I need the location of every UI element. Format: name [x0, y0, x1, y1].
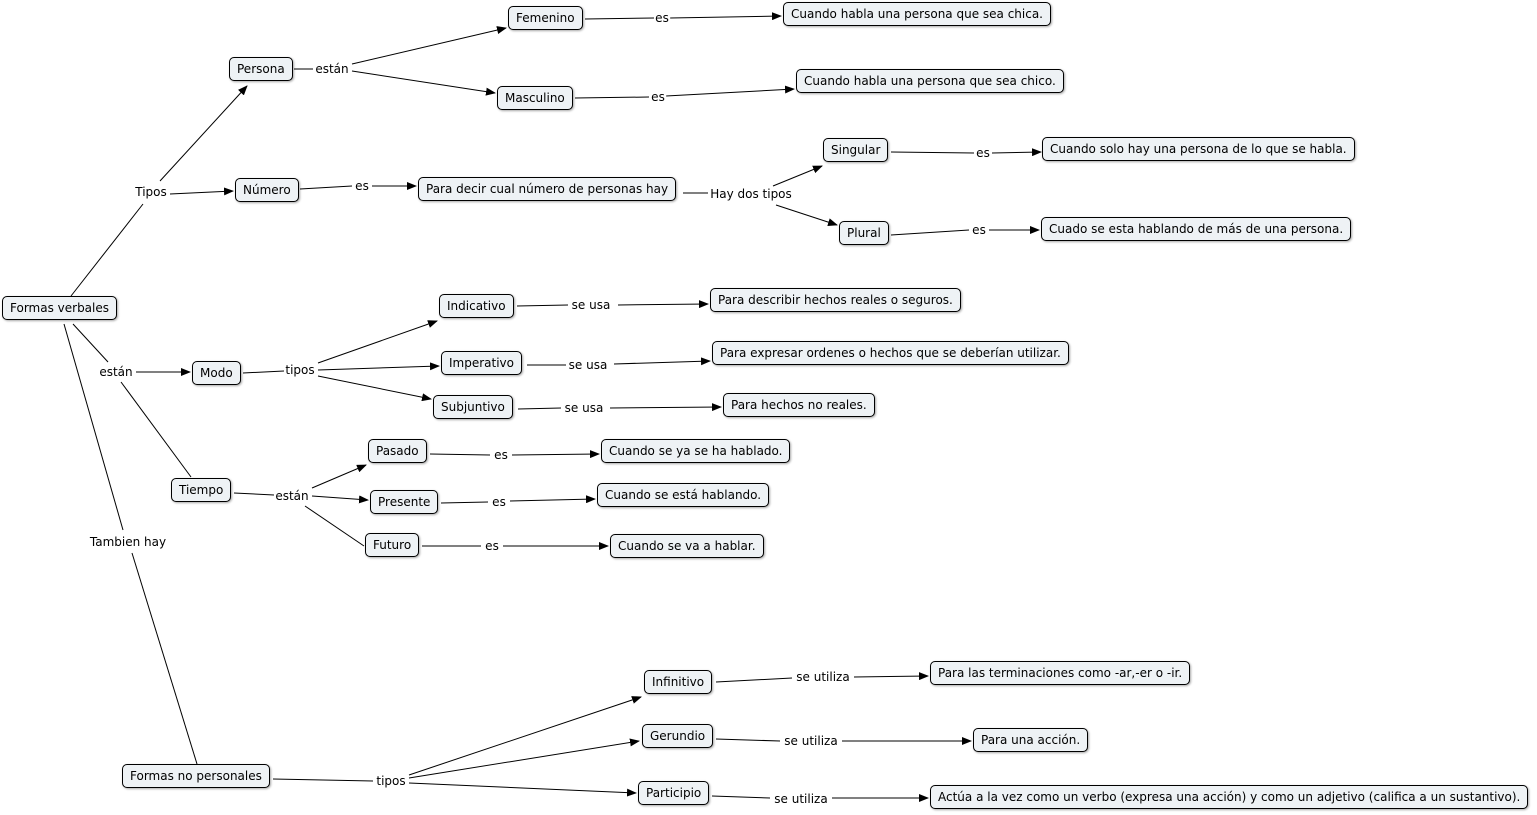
link-es-pasado: es: [493, 448, 509, 462]
concept-indicativo[interactable]: Indicativo: [439, 294, 514, 318]
concept-def-participio[interactable]: Actúa a la vez como un verbo (expresa un…: [930, 785, 1529, 809]
concept-plural[interactable]: Plural: [839, 221, 889, 245]
link-es-numero: es: [354, 179, 370, 193]
concept-pasado[interactable]: Pasado: [368, 439, 427, 463]
concept-def-femenino[interactable]: Cuando habla una persona que sea chica.: [783, 2, 1051, 26]
concept-def-infinitivo[interactable]: Para las terminaciones como -ar,-er o -i…: [930, 661, 1191, 685]
concept-femenino[interactable]: Femenino: [508, 6, 583, 30]
link-tipos-modo: tipos: [284, 363, 316, 377]
concept-singular[interactable]: Singular: [823, 138, 889, 162]
concept-subjuntivo[interactable]: Subjuntivo: [433, 395, 513, 419]
concept-masculino[interactable]: Masculino: [497, 86, 573, 110]
link-estan-persona: están: [314, 62, 350, 76]
concept-futuro[interactable]: Futuro: [365, 533, 420, 557]
concept-formas-verbales[interactable]: Formas verbales: [2, 296, 118, 320]
concept-def-pasado[interactable]: Cuando se ya se ha hablado.: [601, 439, 791, 463]
link-se-utiliza-gerundio: se utiliza: [783, 734, 839, 748]
concept-imperativo[interactable]: Imperativo: [441, 351, 522, 375]
link-se-usa-subjuntivo: se usa: [563, 401, 605, 415]
concept-gerundio[interactable]: Gerundio: [642, 724, 714, 748]
link-se-utiliza-participio: se utiliza: [773, 792, 829, 806]
concept-def-singular[interactable]: Cuando solo hay una persona de lo que se…: [1042, 137, 1355, 161]
concept-tiempo[interactable]: Tiempo: [171, 478, 232, 502]
concept-modo[interactable]: Modo: [192, 361, 241, 385]
concept-def-plural[interactable]: Cuado se esta hablando de más de una per…: [1041, 217, 1352, 241]
link-hay-dos-tipos: Hay dos tipos: [709, 187, 793, 201]
concept-def-masculino[interactable]: Cuando habla una persona que sea chico.: [796, 69, 1064, 93]
concept-persona[interactable]: Persona: [229, 57, 293, 81]
concept-def-gerundio[interactable]: Para una acción.: [973, 728, 1089, 752]
link-se-usa-imperativo: se usa: [567, 358, 609, 372]
link-tambien-hay: Tambien hay: [88, 535, 168, 549]
concept-def-indicativo[interactable]: Para describir hechos reales o seguros.: [710, 288, 961, 312]
concept-presente[interactable]: Presente: [370, 490, 439, 514]
link-es-masculino: es: [650, 90, 666, 104]
concept-def-presente[interactable]: Cuando se está hablando.: [597, 483, 770, 507]
link-tipos: Tipos: [134, 185, 168, 199]
link-se-utiliza-infinitivo: se utiliza: [795, 670, 851, 684]
concept-def-imperativo[interactable]: Para expresar ordenes o hechos que se de…: [712, 341, 1069, 365]
concept-def-futuro[interactable]: Cuando se va a hablar.: [610, 534, 764, 558]
concept-numero[interactable]: Número: [235, 178, 299, 202]
concept-formas-no-personales[interactable]: Formas no personales: [122, 764, 270, 788]
link-es-futuro: es: [484, 539, 500, 553]
link-es-singular: es: [975, 146, 991, 160]
link-es-femenino: es: [654, 11, 670, 25]
link-estan-tiempo: están: [274, 489, 310, 503]
link-se-usa-indicativo: se usa: [570, 298, 612, 312]
link-es-plural: es: [971, 223, 987, 237]
link-tipos-formas-no-personales: tipos: [375, 774, 407, 788]
concept-def-numero[interactable]: Para decir cual número de personas hay: [418, 177, 677, 201]
concept-participio[interactable]: Participio: [638, 781, 710, 805]
concept-def-subjuntivo[interactable]: Para hechos no reales.: [723, 393, 875, 417]
concept-infinitivo[interactable]: Infinitivo: [644, 670, 713, 694]
link-estan-main: están: [98, 365, 134, 379]
link-es-presente: es: [491, 495, 507, 509]
